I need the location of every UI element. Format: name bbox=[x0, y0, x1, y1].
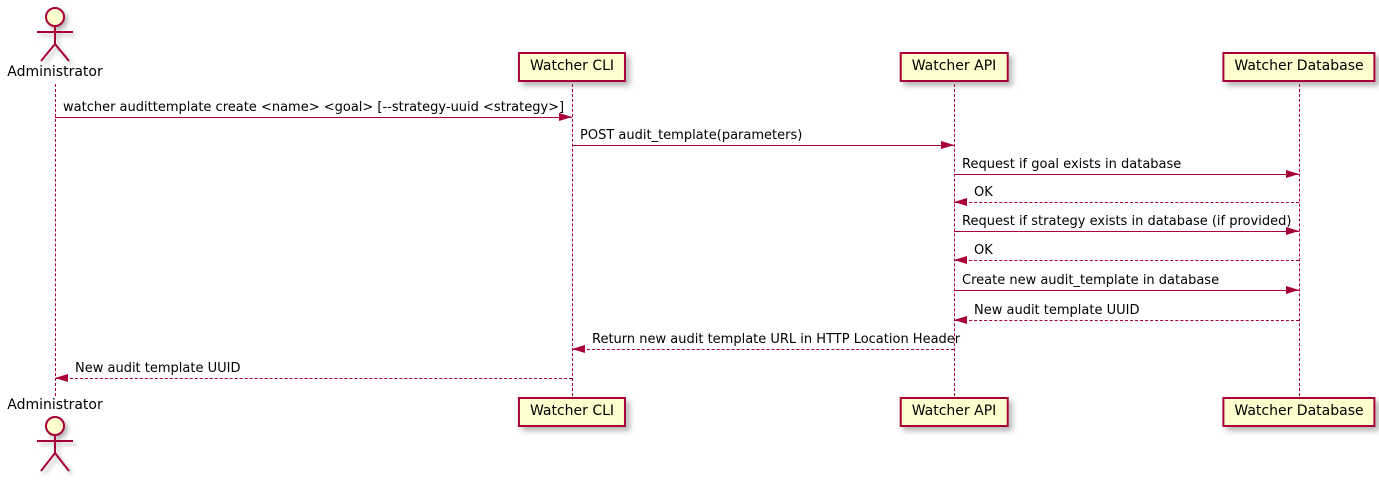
participant-label: Watcher API bbox=[911, 403, 997, 419]
message-2: POST audit_template(parameters) bbox=[572, 128, 954, 149]
arrow-right-icon bbox=[572, 141, 954, 149]
participant-watcher-database-bottom: Watcher Database bbox=[1222, 397, 1376, 427]
lifeline-watcher-cli bbox=[572, 79, 573, 396]
message-label: New audit template UUID bbox=[974, 303, 1140, 318]
message-1: watcher audittemplate create <name> <goa… bbox=[55, 100, 572, 121]
message-6: OK bbox=[954, 243, 1299, 264]
arrow-right-icon bbox=[55, 113, 572, 121]
message-3: Request if goal exists in database bbox=[954, 157, 1299, 178]
actor-label-administrator-bottom: Administrator bbox=[7, 397, 103, 413]
actor-label-administrator-top: Administrator bbox=[7, 64, 103, 80]
message-7: Create new audit_template in database bbox=[954, 273, 1299, 294]
participant-watcher-database-top: Watcher Database bbox=[1222, 52, 1376, 82]
message-label: Create new audit_template in database bbox=[962, 273, 1220, 288]
lifeline-administrator bbox=[55, 84, 56, 396]
arrow-left-icon bbox=[954, 256, 1299, 264]
message-label: New audit template UUID bbox=[75, 361, 241, 376]
message-4: OK bbox=[954, 185, 1299, 206]
message-label: Request if goal exists in database bbox=[962, 157, 1182, 172]
participant-watcher-cli-bottom: Watcher CLI bbox=[517, 397, 627, 427]
actor-administrator-bottom: Administrator bbox=[0, 397, 110, 475]
message-label: Request if strategy exists in database (… bbox=[962, 214, 1292, 229]
message-8: New audit template UUID bbox=[954, 303, 1299, 324]
actor-administrator-top: Administrator bbox=[0, 6, 110, 80]
message-label: POST audit_template(parameters) bbox=[580, 128, 803, 143]
message-label: OK bbox=[974, 243, 993, 258]
arrow-right-icon bbox=[954, 170, 1299, 178]
message-5: Request if strategy exists in database (… bbox=[954, 214, 1299, 235]
arrow-left-icon bbox=[954, 316, 1299, 324]
lifeline-watcher-api bbox=[954, 79, 955, 396]
arrow-right-icon bbox=[954, 227, 1299, 235]
participant-label: Watcher API bbox=[911, 58, 997, 74]
message-label: OK bbox=[974, 185, 993, 200]
arrow-left-icon bbox=[55, 374, 572, 382]
actor-icon bbox=[37, 416, 73, 472]
participant-label: Watcher CLI bbox=[529, 58, 615, 74]
arrow-left-icon bbox=[954, 198, 1299, 206]
lifeline-watcher-database bbox=[1299, 79, 1300, 396]
participant-label: Watcher CLI bbox=[529, 403, 615, 419]
participant-watcher-cli-top: Watcher CLI bbox=[517, 52, 627, 82]
message-10: New audit template UUID bbox=[55, 361, 572, 382]
message-label: watcher audittemplate create <name> <goa… bbox=[63, 100, 565, 115]
arrow-left-icon bbox=[572, 345, 954, 353]
arrow-right-icon bbox=[954, 286, 1299, 294]
participant-label: Watcher Database bbox=[1234, 58, 1364, 74]
participant-watcher-api-bottom: Watcher API bbox=[899, 397, 1009, 427]
message-label: Return new audit template URL in HTTP Lo… bbox=[592, 332, 961, 347]
participant-label: Watcher Database bbox=[1234, 403, 1364, 419]
message-9: Return new audit template URL in HTTP Lo… bbox=[572, 332, 961, 353]
actor-icon bbox=[37, 7, 73, 62]
participant-watcher-api-top: Watcher API bbox=[899, 52, 1009, 82]
